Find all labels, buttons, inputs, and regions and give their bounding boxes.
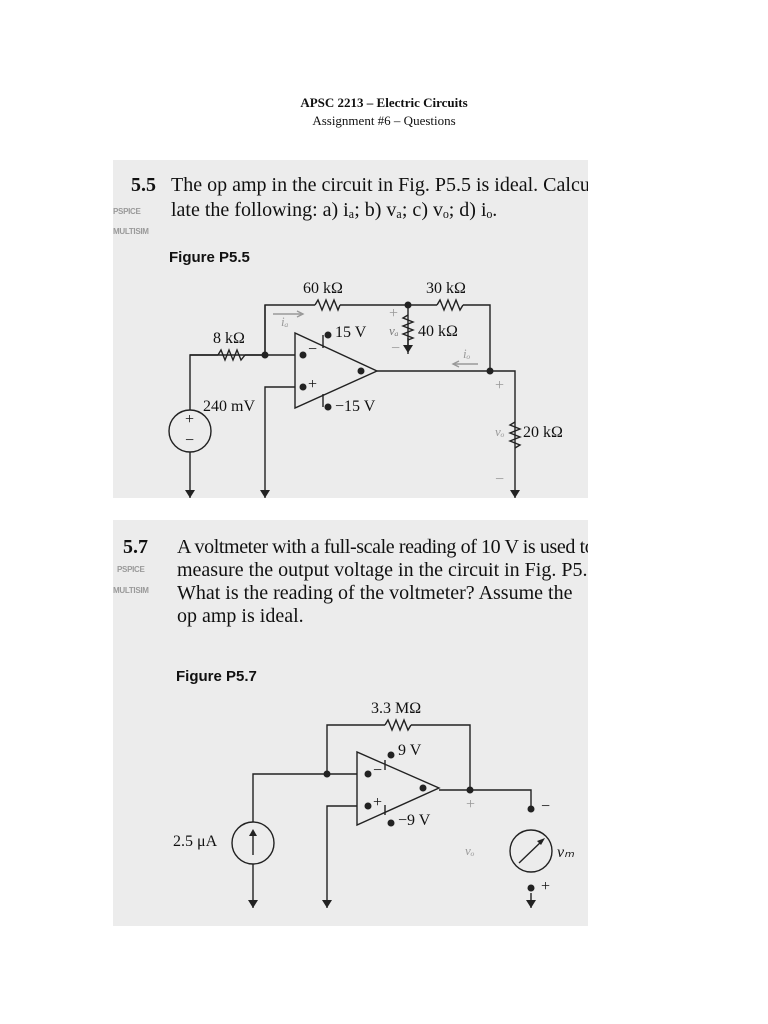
va-plus: +: [389, 305, 399, 322]
vm-minus: −: [541, 798, 551, 815]
voltmeter-needle-icon: [518, 838, 545, 864]
figure-title: Figure P5.7: [176, 668, 257, 685]
problem-number: 5.5: [131, 174, 156, 196]
label-vo: vₒ: [465, 843, 475, 858]
course-title: APSC 2213 – Electric Circuits: [300, 95, 468, 110]
resistors: [217, 298, 522, 449]
label-source: 2.5 μA: [173, 833, 218, 850]
vm-plus: +: [541, 878, 551, 895]
nodes: [261, 301, 494, 411]
label-vneg: −9 V: [398, 812, 431, 829]
problem-text-line: The op amp in the circuit in Fig. P5.5 i…: [171, 174, 588, 196]
problem-number: 5.7: [123, 536, 148, 558]
voltage-source-240mv: [168, 409, 212, 453]
label-io: iₒ: [463, 346, 471, 361]
inverting-minus: −: [373, 762, 383, 779]
label-vpos: 15 V: [335, 324, 367, 341]
tag-multisim: MULTISIM: [113, 586, 149, 595]
problem-text-line: A voltmeter with a full-scale reading of…: [177, 536, 588, 558]
va-minus: −: [391, 340, 401, 357]
source-minus: −: [185, 432, 195, 449]
label-3-3meg: 3.3 MΩ: [371, 700, 422, 717]
label-30k: 30 kΩ: [426, 280, 466, 297]
current-source-arrow-icon: [249, 829, 257, 855]
label-ia: iₐ: [281, 314, 289, 329]
tag-pspice: PSPICE: [117, 565, 145, 574]
problem-text-line: measure the output voltage in the circui…: [177, 559, 588, 581]
label-vm: vₘ: [557, 844, 575, 861]
vo-plus: +: [495, 377, 505, 394]
source-plus: +: [185, 411, 195, 428]
label-8k: 8 kΩ: [213, 330, 245, 347]
label-source: 240 mV: [203, 398, 255, 415]
circuit-p5-5: [168, 298, 522, 498]
vo-minus: −: [495, 471, 505, 488]
resistor-20k: [508, 421, 522, 449]
label-20k: 20 kΩ: [523, 424, 563, 441]
circuit-p5-7: [231, 718, 553, 908]
problem-5-5-scan: 5.5 PSPICE MULTISIM The op amp in the ci…: [113, 160, 588, 498]
tag-pspice: PSPICE: [113, 207, 141, 216]
ground-arrows: [185, 345, 520, 498]
ground-arrows: [248, 900, 536, 908]
inverting-minus: −: [308, 341, 318, 358]
label-vneg: −15 V: [335, 398, 376, 415]
figure-title: Figure P5.5: [169, 249, 250, 266]
resistor-60k: [314, 298, 341, 312]
problem-text-line: late the following: a) iₐ; b) vₐ; c) vₒ;…: [171, 199, 498, 221]
op-amp-triangle: [356, 750, 441, 827]
noninverting-plus: +: [308, 376, 318, 393]
problem-text-line: What is the reading of the voltmeter? As…: [177, 582, 573, 604]
nodes: [323, 751, 535, 892]
op-amp-triangle: [294, 331, 379, 410]
wires: [252, 724, 532, 908]
tag-multisim: MULTISIM: [113, 227, 149, 236]
label-vpos: 9 V: [398, 742, 422, 759]
noninverting-plus: +: [373, 794, 383, 811]
resistor-30k: [436, 298, 464, 312]
resistor-8k: [217, 348, 246, 362]
problem-5-7-scan: 5.7 PSPICE MULTISIM A voltmeter with a f…: [113, 520, 588, 926]
label-va: vₐ: [389, 323, 399, 338]
resistor-40k: [401, 314, 415, 341]
problem-text-line: op amp is ideal.: [177, 605, 304, 627]
current-arrows: [273, 310, 478, 368]
label-vo: vₒ: [495, 424, 505, 439]
label-40k: 40 kΩ: [418, 323, 458, 340]
vo-plus: +: [466, 796, 476, 813]
assignment-subtitle: Assignment #6 – Questions: [312, 113, 456, 128]
resistor-3-3meg: [384, 718, 412, 732]
label-60k: 60 kΩ: [303, 280, 343, 297]
